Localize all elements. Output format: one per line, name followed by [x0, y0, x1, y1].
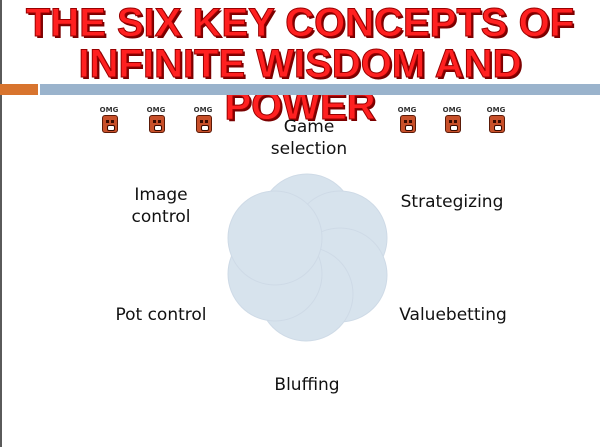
omg-text: OMG: [193, 106, 213, 114]
omg-face-icon: OMG: [143, 106, 169, 134]
omg-face-icon: OMG: [439, 106, 465, 134]
accent-bar-orange: [0, 84, 38, 95]
title-line-1: THE SIX KEY CONCEPTS OF: [25, 1, 575, 45]
omg-text: OMG: [442, 106, 462, 114]
omg-face-icon: OMG: [394, 106, 420, 134]
label-strategizing: Strategizing: [400, 192, 504, 212]
label-game-selection: Game selection: [270, 117, 348, 159]
omg-face-icon: OMG: [483, 106, 509, 134]
omg-text: OMG: [146, 106, 166, 114]
label-valuebetting: Valuebetting: [399, 305, 507, 325]
left-border: [0, 0, 2, 447]
accent-bar-blue: [40, 84, 600, 95]
omg-face-icon: OMG: [96, 106, 122, 134]
label-bluffing: Bluffing: [274, 375, 340, 395]
omg-text: OMG: [397, 106, 417, 114]
omg-text: OMG: [486, 106, 506, 114]
omg-face-icon: OMG: [190, 106, 216, 134]
label-pot-control: Pot control: [115, 305, 207, 325]
venn-circle-image-control: [227, 190, 323, 286]
omg-text: OMG: [99, 106, 119, 114]
label-image-control: Image control: [131, 185, 191, 227]
